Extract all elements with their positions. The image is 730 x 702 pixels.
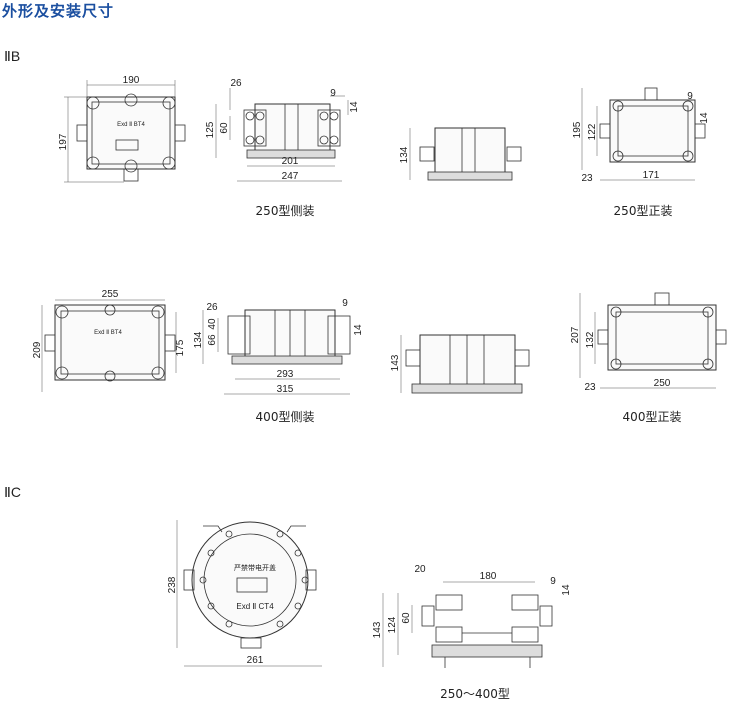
dim-23: 23 — [581, 173, 593, 184]
drawing-iic-front-view: 238 261 严禁带电开盖 Exd Ⅱ CT4 — [167, 520, 322, 667]
dim-132: 132 — [585, 331, 596, 348]
dim-250: 250 — [654, 378, 671, 389]
dim-143: 143 — [372, 621, 383, 638]
ex-marking: Exd Ⅱ BT4 — [94, 330, 122, 336]
dim-261: 261 — [247, 655, 264, 666]
dim-20: 20 — [414, 564, 426, 575]
caption-250-front: 250型正装 — [613, 204, 673, 218]
dim-247: 247 — [282, 171, 299, 182]
dim-171: 171 — [643, 170, 660, 181]
drawing-250-side-view: 26 9 14 125 60 201 247 — [205, 78, 360, 182]
caption-400-side: 400型侧装 — [255, 410, 315, 424]
dim-134: 134 — [399, 146, 410, 163]
dim-315: 315 — [277, 384, 294, 395]
warning-text: 严禁带电开盖 — [234, 563, 276, 572]
ex-marking: Exd Ⅱ CT4 — [236, 602, 274, 611]
dim-60: 60 — [219, 122, 230, 134]
dim-201: 201 — [282, 156, 299, 167]
dim-23: 23 — [584, 382, 596, 393]
dim-width: 190 — [123, 75, 140, 86]
dim-14: 14 — [353, 324, 364, 336]
dim-255: 255 — [102, 289, 119, 300]
dim-9: 9 — [550, 576, 556, 587]
section-iib-label: ⅡB — [4, 48, 21, 64]
dim-134: 134 — [193, 331, 204, 348]
dim-40: 40 — [207, 318, 218, 330]
dim-175: 175 — [175, 339, 186, 356]
dim-207: 207 — [570, 326, 581, 343]
ex-marking: Exd Ⅱ BT4 — [117, 122, 145, 128]
dim-66: 66 — [207, 334, 218, 346]
dim-124: 124 — [387, 616, 398, 633]
dim-9: 9 — [330, 88, 336, 99]
dim-125: 125 — [205, 121, 216, 138]
drawing-iic-side-view: 20 180 9 14 143 124 60 — [372, 564, 572, 668]
drawing-400-side-alt-view: 143 — [390, 334, 530, 394]
dim-height: 197 — [58, 133, 69, 150]
dim-238: 238 — [167, 576, 178, 593]
dim-143: 143 — [390, 354, 401, 371]
caption-400-front: 400型正装 — [622, 410, 682, 424]
dim-26: 26 — [230, 78, 242, 89]
caption-250-side: 250型侧装 — [255, 204, 315, 218]
dim-195: 195 — [572, 121, 583, 138]
dim-180: 180 — [480, 571, 497, 582]
dim-122: 122 — [587, 123, 598, 140]
dim-14: 14 — [561, 584, 572, 596]
caption-iic: 250～400型 — [440, 687, 510, 701]
drawing-400-front-view: 255 209 175 Exd Ⅱ BT4 — [32, 289, 186, 392]
dim-60: 60 — [401, 612, 412, 624]
dim-14: 14 — [699, 112, 710, 124]
drawing-250-front-mount-view: 195 122 9 14 23 171 — [572, 87, 710, 184]
dim-9: 9 — [687, 91, 693, 102]
dim-209: 209 — [32, 341, 43, 358]
drawing-400-front-mount-view: 207 132 23 250 — [570, 292, 727, 393]
section-iic-label: ⅡC — [4, 484, 22, 500]
drawing-250-side-alt-view: 134 — [399, 127, 522, 181]
dim-14: 14 — [349, 101, 360, 113]
dim-26: 26 — [206, 302, 218, 313]
page-title: 外形及安装尺寸 — [2, 2, 115, 20]
drawing-250-front-view: 190 197 Exd Ⅱ BT4 — [58, 75, 186, 183]
drawing-400-side-view: 26 9 14 134 66 40 293 315 — [193, 298, 364, 395]
dim-9: 9 — [342, 298, 348, 309]
dim-293: 293 — [277, 369, 294, 380]
